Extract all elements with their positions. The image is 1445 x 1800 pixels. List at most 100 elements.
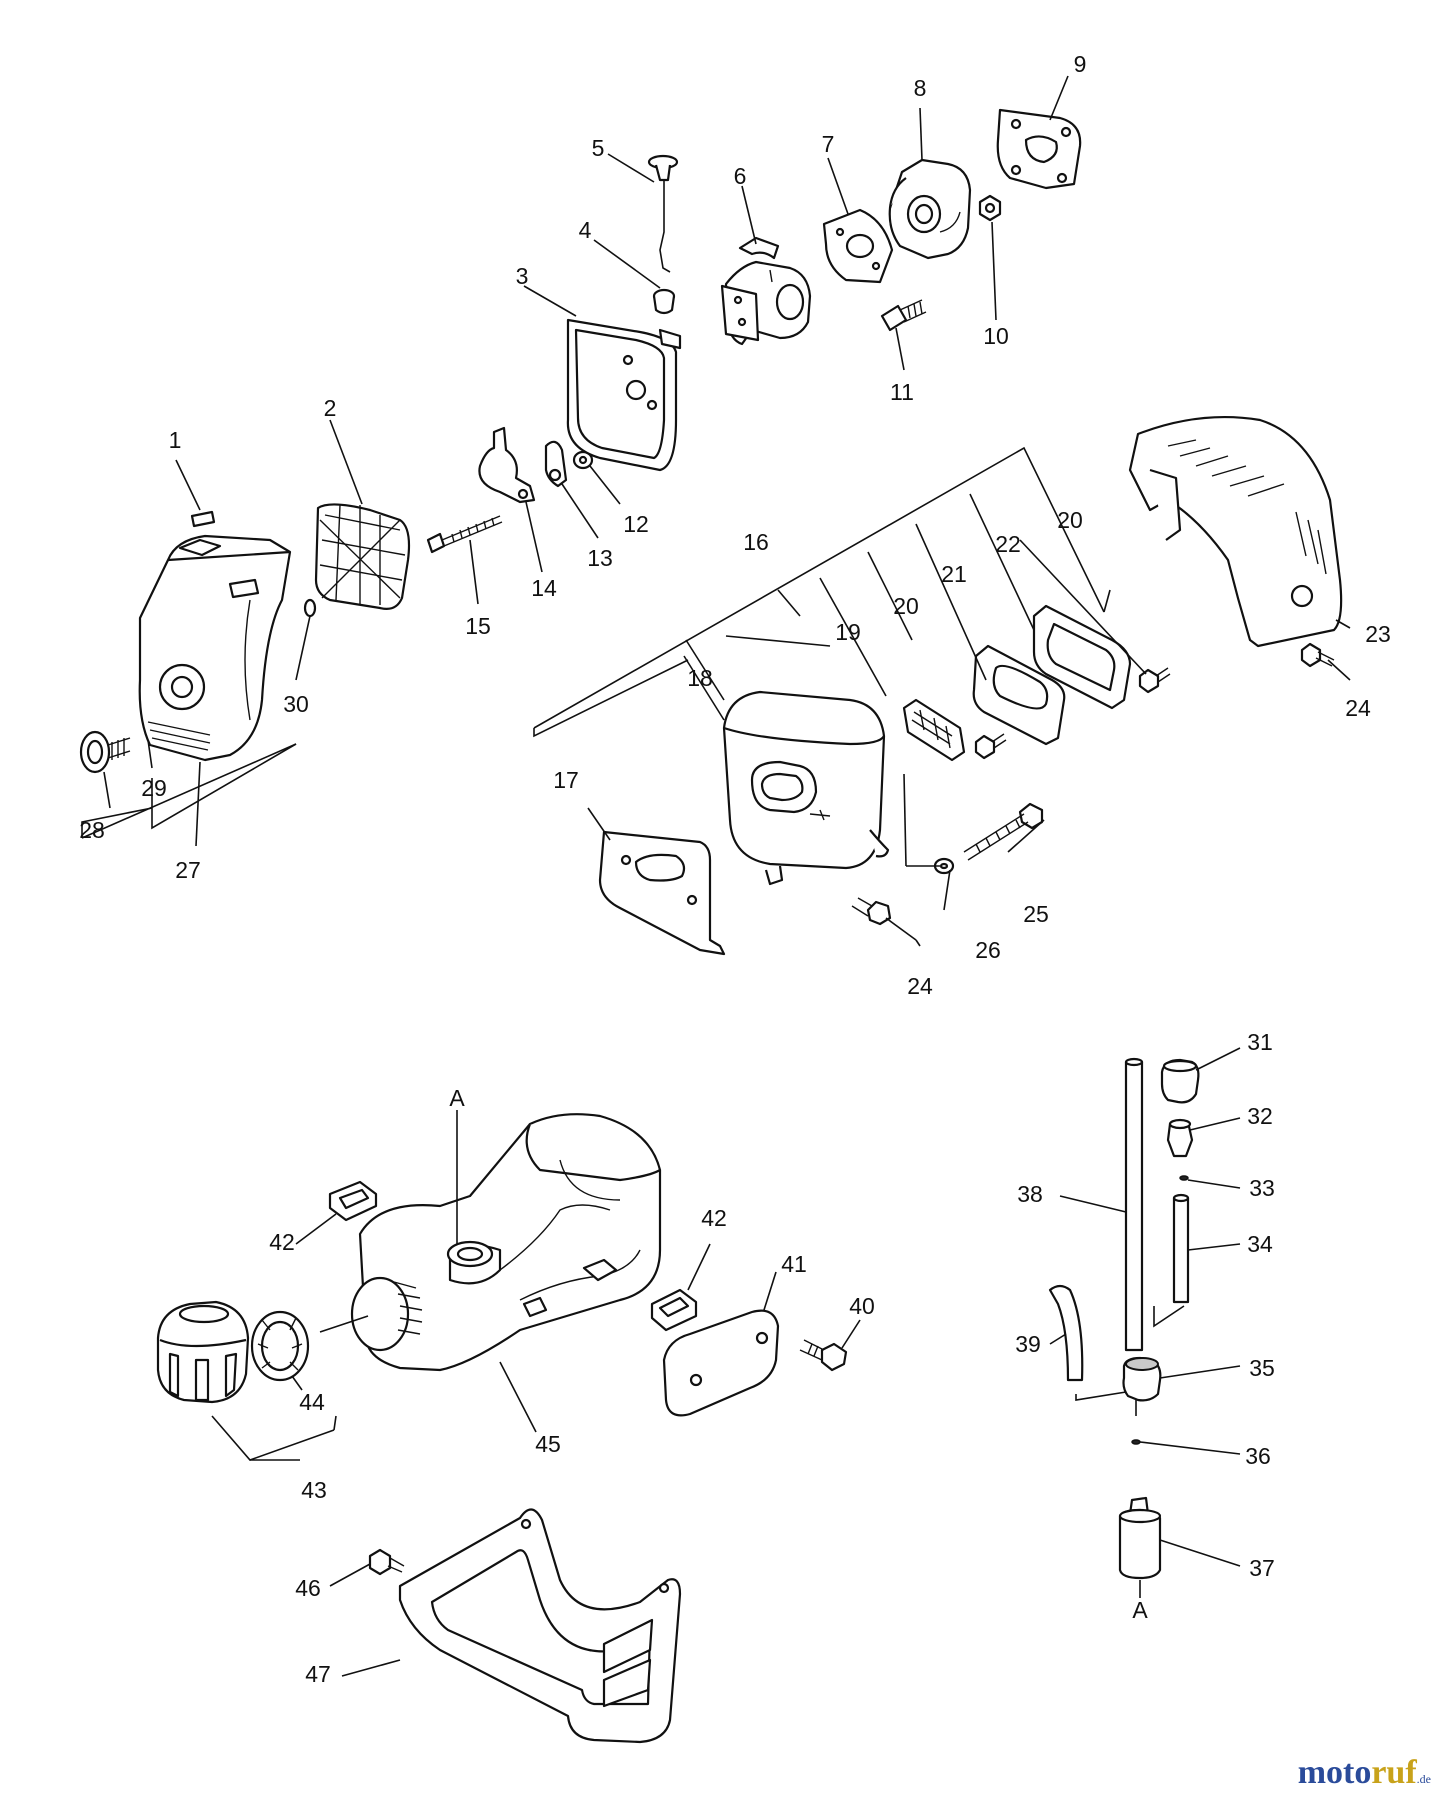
part-42-grommet-right (650, 1288, 698, 1332)
part-7-gasket (822, 208, 894, 284)
label-2: 2 (324, 395, 337, 421)
label-20-b: 20 (1057, 507, 1083, 533)
part-2-filter (314, 503, 411, 610)
label-A-lower: A (1132, 1597, 1148, 1623)
part-34-tube (1172, 1193, 1190, 1304)
label-42-a: 42 (269, 1229, 295, 1255)
label-32: 32 (1247, 1103, 1273, 1129)
part-30-ring (303, 598, 317, 618)
part-44-gasket (250, 1310, 310, 1382)
watermark-suffix: .de (1416, 1772, 1431, 1786)
part-number-labels: 1 2 3 4 5 6 7 8 9 10 11 12 13 14 15 16 1… (79, 51, 1391, 1687)
part-26-washer (933, 857, 955, 875)
part-32-fitting (1166, 1118, 1194, 1158)
part-8-insulator (888, 158, 972, 260)
part-39-hose (1048, 1284, 1084, 1382)
label-47: 47 (305, 1661, 331, 1687)
label-40: 40 (849, 1293, 875, 1319)
part-37-fuel-filter (1118, 1496, 1162, 1580)
label-13: 13 (587, 545, 613, 571)
watermark-part-1: moto (1297, 1754, 1372, 1791)
label-24-b: 24 (907, 973, 933, 999)
label-8: 8 (914, 75, 927, 101)
watermark-logo: motoruf.de (1298, 1754, 1431, 1792)
part-20-screw-upper (1138, 667, 1171, 694)
part-46-screw (368, 1548, 405, 1576)
part-4-grommet (652, 288, 676, 315)
part-33-seal (1179, 1175, 1189, 1181)
part-41-plate (662, 1309, 780, 1417)
part-36-pin (1131, 1439, 1141, 1445)
part-42-grommet-left (328, 1180, 378, 1222)
label-7: 7 (822, 131, 835, 157)
part-5-choke-rod (647, 154, 679, 273)
part-40-screw (799, 1339, 848, 1372)
part-12-washer (572, 450, 594, 470)
part-9-gasket (996, 108, 1082, 190)
label-5: 5 (592, 135, 605, 161)
label-3: 3 (516, 263, 529, 289)
label-15: 15 (465, 613, 491, 639)
part-24-screw-upper (1300, 642, 1335, 668)
part-38-pipe (1124, 1057, 1144, 1352)
part-45-fuel-tank (358, 1113, 662, 1372)
label-24-a: 24 (1345, 695, 1371, 721)
part-23-engine-cover (1128, 416, 1343, 648)
label-21: 21 (941, 561, 967, 587)
part-31-cap (1160, 1058, 1200, 1104)
label-1: 1 (169, 427, 182, 453)
label-37: 37 (1249, 1555, 1275, 1581)
part-15-bolt (426, 515, 503, 554)
label-10: 10 (983, 323, 1009, 349)
part-1-tab (190, 510, 216, 528)
label-43: 43 (301, 1477, 327, 1503)
part-20-screw-lower (974, 733, 1007, 760)
part-28-knob (79, 730, 131, 774)
label-28: 28 (79, 817, 105, 843)
label-33: 33 (1249, 1175, 1275, 1201)
label-12: 12 (623, 511, 649, 537)
label-4: 4 (579, 217, 592, 243)
label-30: 30 (283, 691, 309, 717)
label-9: 9 (1074, 51, 1087, 77)
label-6: 6 (734, 163, 747, 189)
label-42-b: 42 (701, 1205, 727, 1231)
part-10-nut (978, 194, 1002, 222)
label-A-upper: A (449, 1085, 465, 1111)
part-27-air-cover (138, 534, 292, 762)
label-26: 26 (975, 937, 1001, 963)
part-43-fuel-cap (156, 1300, 250, 1404)
part-47-frame (398, 1508, 682, 1744)
label-44: 44 (299, 1389, 325, 1415)
label-19: 19 (835, 619, 861, 645)
label-17: 17 (553, 767, 579, 793)
label-22: 22 (995, 531, 1021, 557)
part-17-heat-shield (598, 830, 726, 956)
label-38: 38 (1017, 1181, 1043, 1207)
part-13-clip (544, 440, 568, 488)
part-18-muffler (722, 690, 890, 886)
part-21-gasket (972, 644, 1066, 746)
watermark-part-2: ruf (1371, 1754, 1417, 1791)
label-27: 27 (175, 857, 201, 883)
part-35-grommet (1122, 1356, 1162, 1402)
label-14: 14 (531, 575, 557, 601)
part-3-filter-base (566, 318, 682, 472)
label-16: 16 (743, 529, 769, 555)
label-41: 41 (781, 1251, 807, 1277)
label-34: 34 (1247, 1231, 1273, 1257)
label-39: 39 (1015, 1331, 1041, 1357)
label-11: 11 (890, 379, 914, 405)
label-25: 25 (1023, 901, 1049, 927)
label-45: 45 (535, 1431, 561, 1457)
part-19-screen (902, 698, 966, 762)
leader-lines (81, 75, 1351, 1677)
part-14-bracket (478, 426, 536, 504)
part-11-bolt (880, 299, 927, 332)
label-29: 29 (141, 775, 167, 801)
part-24-screw-lower (851, 897, 892, 926)
part-6-carburetor (720, 236, 812, 346)
label-36: 36 (1245, 1443, 1271, 1469)
label-20-a: 20 (893, 593, 919, 619)
